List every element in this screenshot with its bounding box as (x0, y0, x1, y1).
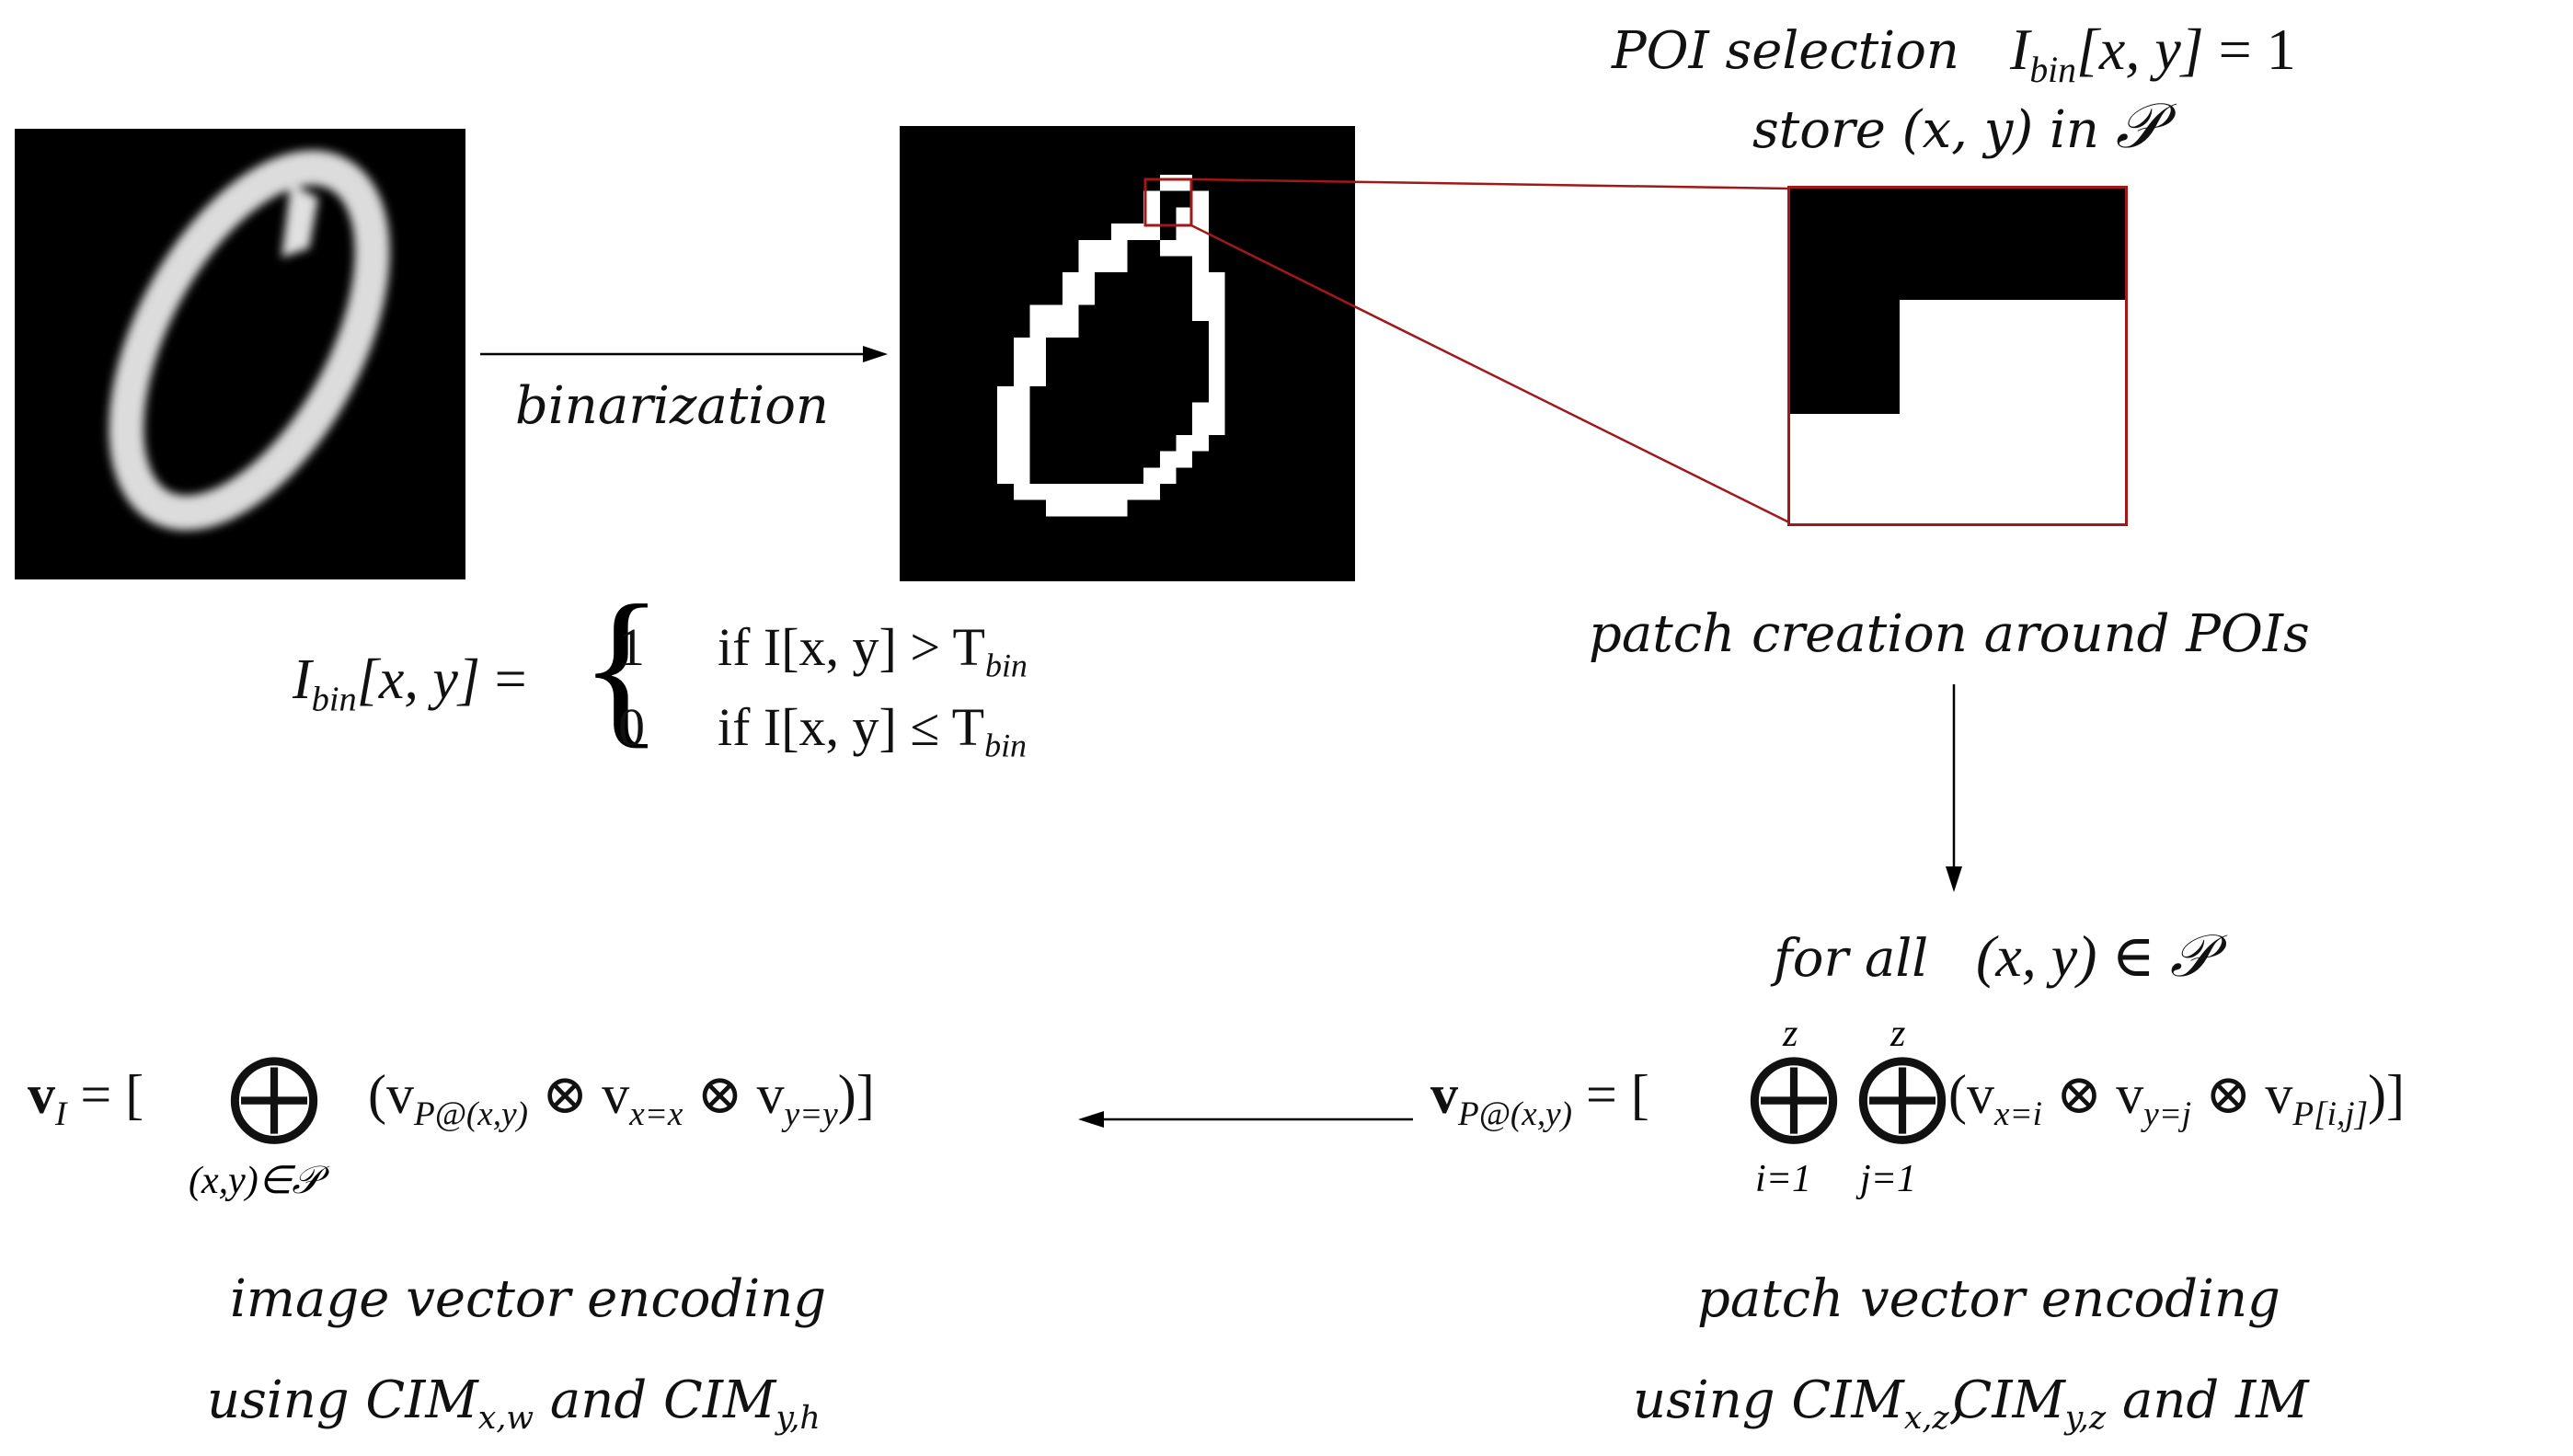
patch-oplus-j-operator: ⨁ (1856, 1040, 1948, 1148)
patch-encoding-using: using CIMx,z,CIMy,z and IM (1633, 1370, 2309, 1438)
image-oplus-limits: (x,y)∈𝒫 (189, 1160, 320, 1202)
zoomed-patch (1787, 186, 2128, 526)
store-label: store (x, y) in 𝒫 (1752, 90, 2161, 163)
poi-selection-box (1143, 178, 1193, 227)
patch-vector-formula: vP@(x,y) = [ (1430, 1064, 1649, 1133)
poi-selection-label: POI selection (1612, 21, 1959, 81)
image-encoding-title: image vector encoding (230, 1269, 827, 1329)
binarization-arrow (480, 346, 888, 362)
for-all-set: (x, y) ∈ 𝒫 (1976, 923, 2212, 989)
cases-brace: { (580, 570, 664, 763)
binarization-formula-lhs: Ibin[x, y] = (293, 648, 527, 719)
case-zero: 0 if I[x, y] ≤ Tbin (618, 697, 1028, 764)
poi-condition-formula: Ibin[x, y] = 1 (2010, 17, 2296, 90)
for-all-label: for all (1774, 929, 1929, 989)
patch-oplus-j-upper: z (1890, 1013, 1906, 1055)
image-encoding-using: using CIMx,w and CIMy,h (207, 1370, 821, 1438)
patch-creation-label: patch creation around POIs (1589, 604, 2310, 664)
grayscale-digit-image (15, 129, 465, 579)
set-p-symbol: 𝒫 (2115, 90, 2161, 163)
patch-vector-body: (vx=i ⊗ vy=j ⊗ vP[i,j])] (1948, 1064, 2406, 1133)
image-vector-body: (vP@(x,y) ⊗ vx=x ⊗ vy=y)] (368, 1064, 875, 1133)
down-arrow (1946, 684, 1962, 892)
patch-encoding-title: patch vector encoding (1697, 1269, 2280, 1329)
image-oplus-operator: ⨁ (228, 1040, 320, 1148)
patch-oplus-i-operator: ⨁ (1748, 1040, 1840, 1148)
patch-oplus-i-upper: z (1783, 1013, 1798, 1055)
zoom-line-bottom (1190, 224, 1790, 524)
left-arrow (1078, 1111, 1413, 1128)
binarization-label: binarization (515, 376, 829, 436)
case-one: 1 if I[x, y] > Tbin (618, 617, 1028, 684)
patch-oplus-i-lower: i=1 (1755, 1158, 1812, 1200)
zoom-line-top (1190, 178, 1790, 190)
image-vector-formula: vI = [ (28, 1064, 144, 1133)
patch-oplus-j-lower: j=1 (1860, 1158, 1917, 1200)
binarized-digit-image (900, 126, 1355, 581)
